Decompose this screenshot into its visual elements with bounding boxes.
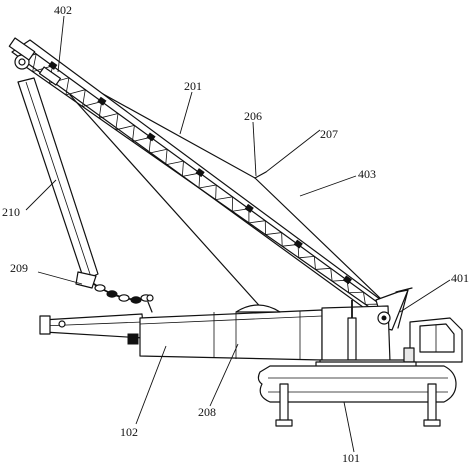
jack-rear-pad: [423, 419, 441, 427]
label-402: 402: [54, 3, 72, 17]
lattice-brace: [298, 255, 316, 270]
leader-102: [135, 345, 167, 425]
jack-rear: [427, 383, 437, 423]
label-102: 102: [120, 425, 138, 439]
leader-401: [399, 279, 451, 313]
lattice-joint-plate: [97, 96, 107, 106]
lattice-brace: [198, 184, 217, 200]
boom-hinge-pin: [381, 315, 387, 321]
boom-upper-chord: [27, 47, 389, 311]
undercarriage-101: [257, 361, 457, 427]
pendant-203-link: [254, 171, 267, 179]
pendant-403-b: [254, 177, 383, 301]
label-207: 207: [320, 127, 338, 141]
main-beam-top-line: [139, 315, 323, 325]
label-101: 101: [342, 451, 360, 465]
chain-end-shackle: [146, 294, 154, 302]
jack-front-pad: [275, 419, 293, 427]
boom-head-pin: [18, 58, 26, 66]
boom-tip-cap: [8, 37, 36, 61]
leader-403: [299, 175, 357, 197]
front-strut: [17, 77, 99, 281]
arm-pin-block: [127, 333, 139, 345]
lattice-brace: [65, 89, 86, 107]
lattice-joint-plate: [146, 132, 156, 142]
lattice-brace: [348, 291, 366, 305]
label-206: 206: [244, 109, 262, 123]
lattice-boom: [8, 37, 393, 319]
leader-101: [343, 401, 355, 453]
lattice-brace: [115, 124, 135, 142]
leader-207: [265, 129, 321, 173]
mast-rear: [397, 289, 409, 329]
lattice-joint-plate: [48, 60, 58, 70]
cab-step: [403, 347, 415, 363]
lattice-brace: [215, 196, 233, 212]
leader-210: [25, 179, 57, 211]
jack-front: [279, 383, 289, 423]
hydraulic-cylinder: [347, 317, 357, 361]
lattice-brace: [315, 267, 333, 282]
cab-window: [419, 323, 455, 353]
label-210: 210: [2, 205, 20, 219]
lattice-joint-plate: [195, 168, 205, 178]
leader-402: [57, 15, 65, 73]
chain-link: [106, 290, 118, 298]
lattice-brace: [99, 112, 119, 130]
label-201: 201: [184, 79, 202, 93]
leader-201: [179, 91, 193, 135]
chain-link: [118, 294, 130, 302]
label-401: 401: [451, 271, 469, 285]
label-403: 403: [358, 167, 376, 181]
leader-lines: [25, 15, 451, 453]
chain-link: [130, 296, 142, 304]
label-209: 209: [10, 261, 28, 275]
chain-link: [94, 284, 106, 292]
chain-end-rope: [147, 301, 153, 313]
leader-206: [252, 121, 257, 177]
mast-top: [395, 287, 413, 293]
cable-208: [69, 94, 266, 313]
strut-210-center: [25, 81, 92, 278]
lattice-brace: [248, 220, 266, 235]
lattice-joint-plate: [342, 275, 352, 285]
arm-end-block: [39, 315, 51, 335]
lattice-joint-plate: [293, 239, 303, 249]
extension-arm: [39, 313, 145, 345]
counterweight-hump: [235, 304, 281, 313]
crawler-track: [257, 365, 457, 403]
reference-labels: 402 201 206 207 403 210 209 401 102 208 …: [2, 3, 469, 465]
leader-209: [37, 271, 83, 285]
arm-pin: [58, 320, 66, 328]
operator-cab: [403, 317, 463, 363]
label-208: 208: [198, 405, 216, 419]
tip-fitting-402: [38, 66, 62, 86]
lattice-brace: [265, 232, 283, 247]
link-chain-209: [75, 271, 154, 313]
boom-outline: [11, 39, 393, 319]
lattice-brace: [165, 160, 184, 177]
leader-208: [209, 343, 239, 407]
lattice-joint-plate: [244, 203, 254, 213]
lattice-brace: [149, 148, 168, 165]
